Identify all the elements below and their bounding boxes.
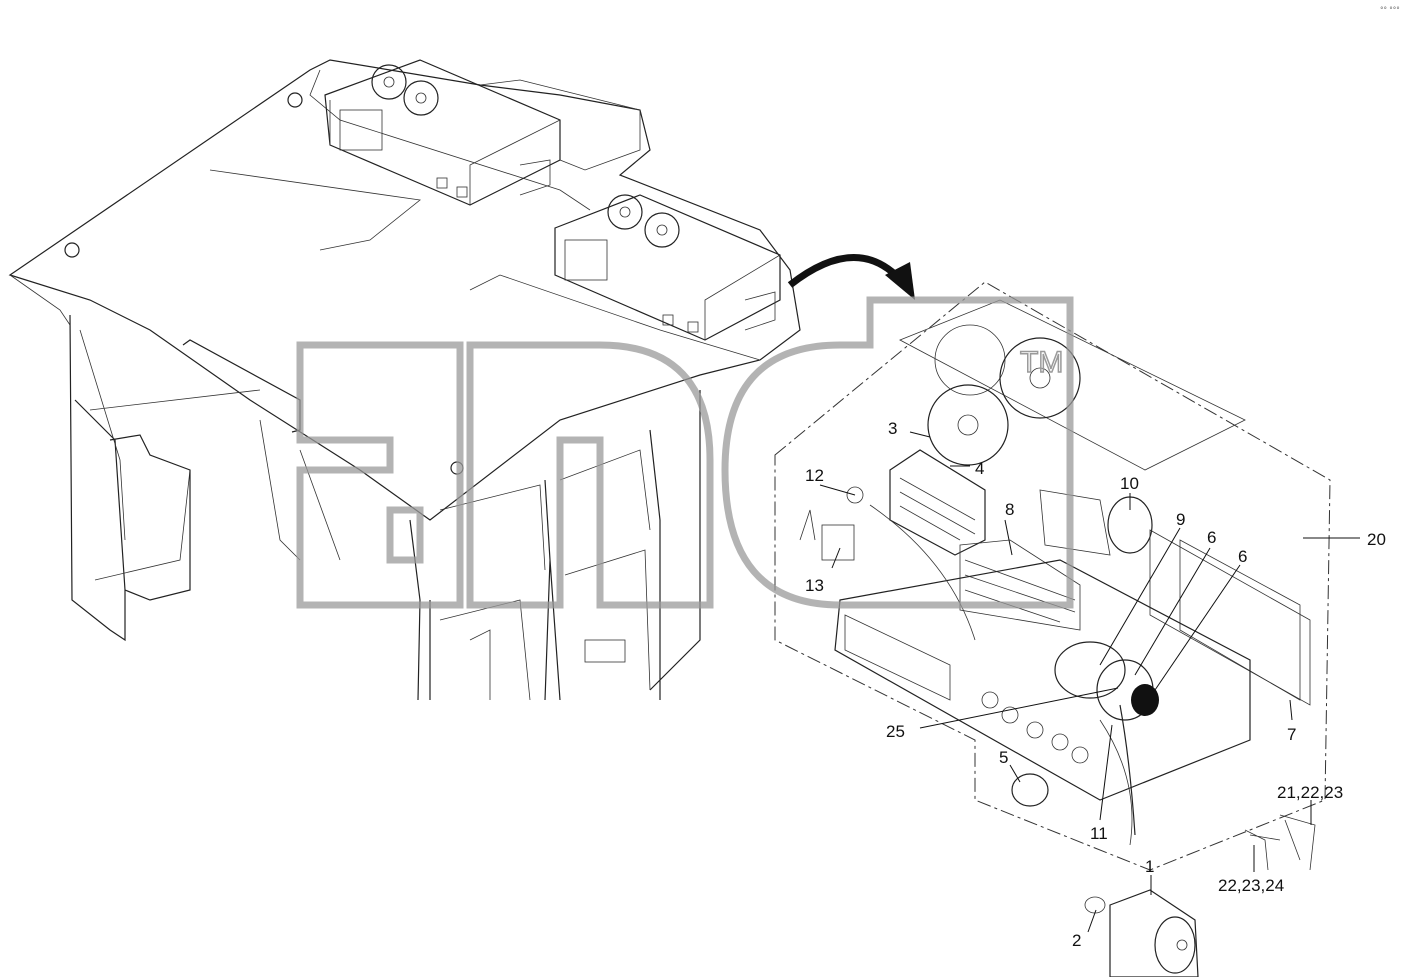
leader-lines [819, 431, 1360, 933]
callout-2: 2 [1072, 931, 1081, 950]
corner-mark: °° °°° [1380, 6, 1400, 14]
callout-13: 13 [805, 576, 824, 595]
hvac-unit-roof-1 [324, 59, 561, 206]
callout-3: 3 [888, 419, 897, 438]
callout-labels: 1 2 3 4 5 6 6 7 8 9 10 11 12 13 20 21,22… [805, 419, 1386, 950]
cab-assembly [8, 59, 801, 701]
callout-10: 10 [1120, 474, 1139, 493]
callout-4: 4 [975, 459, 984, 478]
detail-arrow [787, 254, 915, 300]
callout-20: 20 [1367, 530, 1386, 549]
callout-11: 11 [1090, 824, 1108, 843]
callout-7: 7 [1287, 725, 1296, 744]
callout-25: 25 [886, 722, 905, 741]
callout-5: 5 [999, 748, 1008, 767]
hvac-exploded-view [774, 281, 1331, 977]
callout-6b: 6 [1238, 547, 1247, 566]
callout-6a: 6 [1207, 528, 1216, 547]
callout-22-23-24: 22,23,24 [1218, 876, 1284, 895]
callout-12: 12 [805, 466, 824, 485]
callout-1: 1 [1145, 857, 1154, 876]
watermark: TM [296, 296, 1074, 609]
hvac-unit-roof-2 [554, 194, 781, 341]
callout-8: 8 [1005, 500, 1014, 519]
watermark-tm: TM [1020, 346, 1063, 379]
callout-9: 9 [1176, 510, 1185, 529]
callout-21-22-23: 21,22,23 [1277, 783, 1343, 802]
